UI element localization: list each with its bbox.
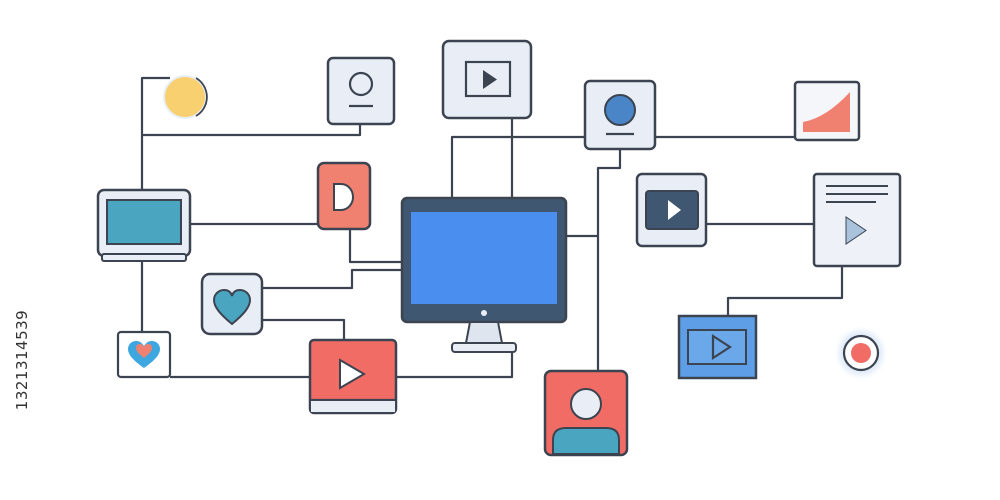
video-tile-icon (677, 314, 758, 380)
growth-chart-icon (793, 80, 861, 142)
stock-id-label: 1321314539 (12, 250, 32, 470)
laptop-icon (96, 188, 192, 262)
heart-icon (200, 272, 264, 336)
document-icon (812, 172, 902, 268)
record-button-icon (839, 331, 883, 375)
small-heart-icon (116, 330, 172, 379)
video-player-icon (308, 338, 398, 415)
document-d-icon (316, 161, 372, 231)
stock-id-text: 1321314539 (13, 309, 31, 411)
sun-icon (163, 75, 208, 119)
connection-lines (140, 76, 844, 379)
desktop-monitor-icon (400, 196, 568, 353)
user-profile-icon (326, 56, 396, 126)
avatar-icon (543, 369, 629, 457)
video-play-icon (635, 172, 708, 248)
contact-avatar-icon (583, 79, 657, 151)
video-play-icon (441, 39, 533, 120)
